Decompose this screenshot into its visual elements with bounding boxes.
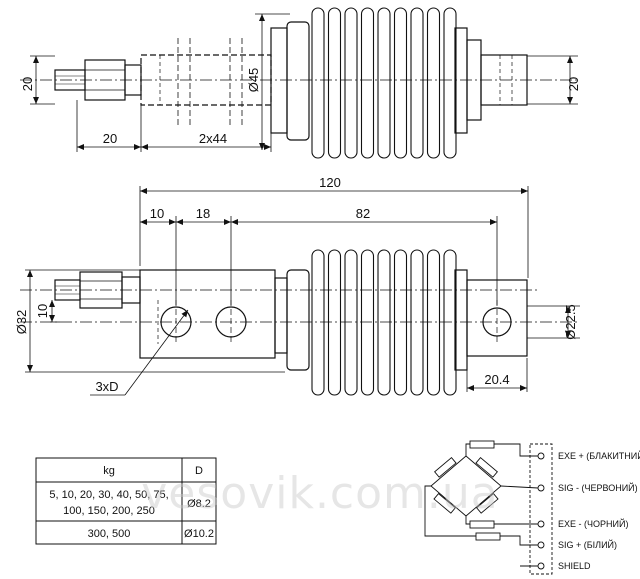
side-view	[20, 249, 580, 396]
bellows-fin	[311, 7, 325, 159]
dim-18: 18	[196, 206, 210, 221]
dim-cable-length: 20	[103, 131, 117, 146]
top-end-stud	[480, 54, 528, 106]
side-body	[139, 269, 276, 359]
bellows-fin	[410, 249, 424, 396]
wire-label-3: EXE - (ЧОРНИЙ)	[558, 518, 628, 529]
bellows-fin	[410, 7, 424, 159]
dim-cable-offset: 10	[35, 304, 50, 318]
bellows-fin	[344, 7, 358, 159]
holes-note: 3xD	[95, 379, 118, 394]
bellows-fin	[311, 249, 325, 396]
top-bellows	[311, 7, 457, 159]
dim-left-height: 20	[20, 77, 35, 91]
top-right-flange	[454, 27, 468, 134]
bellows-fin	[344, 249, 358, 396]
bellows-fin	[443, 7, 457, 159]
side-bellows	[311, 249, 457, 396]
bellows-fin	[327, 7, 342, 159]
dim-82: 82	[356, 206, 370, 221]
bellows-fin	[360, 249, 375, 396]
wire-label-4: SIG + (БІЛИЙ)	[558, 539, 617, 550]
bellows-fin	[377, 7, 391, 159]
dim-holes-spacing: 2x44	[199, 131, 227, 146]
dim-10: 10	[150, 206, 164, 221]
table-row2-d: Ø10.2	[184, 528, 214, 540]
bellows-fin	[426, 249, 441, 396]
top-flange-ring	[286, 21, 310, 141]
bellows-fin	[443, 249, 457, 396]
table-row2-kg: 300, 500	[88, 528, 131, 540]
bellows-fin	[327, 249, 342, 396]
dim-right-height: 20	[566, 77, 581, 91]
table-row1-d: Ø8.2	[187, 498, 211, 510]
top-view	[20, 7, 580, 159]
dim-end-diameter: Ø22.5	[563, 304, 578, 339]
wire-label-2: SIG - (ЧЕРВОНИЙ)	[558, 482, 638, 493]
capacity-table	[35, 457, 217, 545]
wire-label-5: SHIELD	[558, 561, 591, 571]
dim-body-diameter: Ø45	[246, 68, 261, 93]
bellows-fin	[377, 249, 391, 396]
wire-label-1: EXE + (БЛАКИТНИЙ)	[558, 450, 640, 461]
dim-end-length: 20.4	[484, 372, 509, 387]
table-row1-kg-line1: 5, 10, 20, 30, 40, 50, 75,	[49, 489, 168, 501]
bellows-fin	[393, 7, 408, 159]
dim-height-32: Ø32	[14, 310, 29, 335]
table-row1-kg-line2: 100, 150, 200, 250	[63, 505, 155, 517]
bellows-fin	[426, 7, 441, 159]
watermark: vesovik.com.ua	[141, 468, 499, 519]
table-header-d: D	[195, 465, 203, 477]
bellows-fin	[360, 7, 375, 159]
bellows-fin	[393, 249, 408, 396]
table-header-kg: kg	[103, 465, 115, 477]
top-flange	[270, 27, 288, 134]
dim-overall-length: 120	[319, 175, 341, 190]
wiring-diagram	[424, 440, 553, 575]
